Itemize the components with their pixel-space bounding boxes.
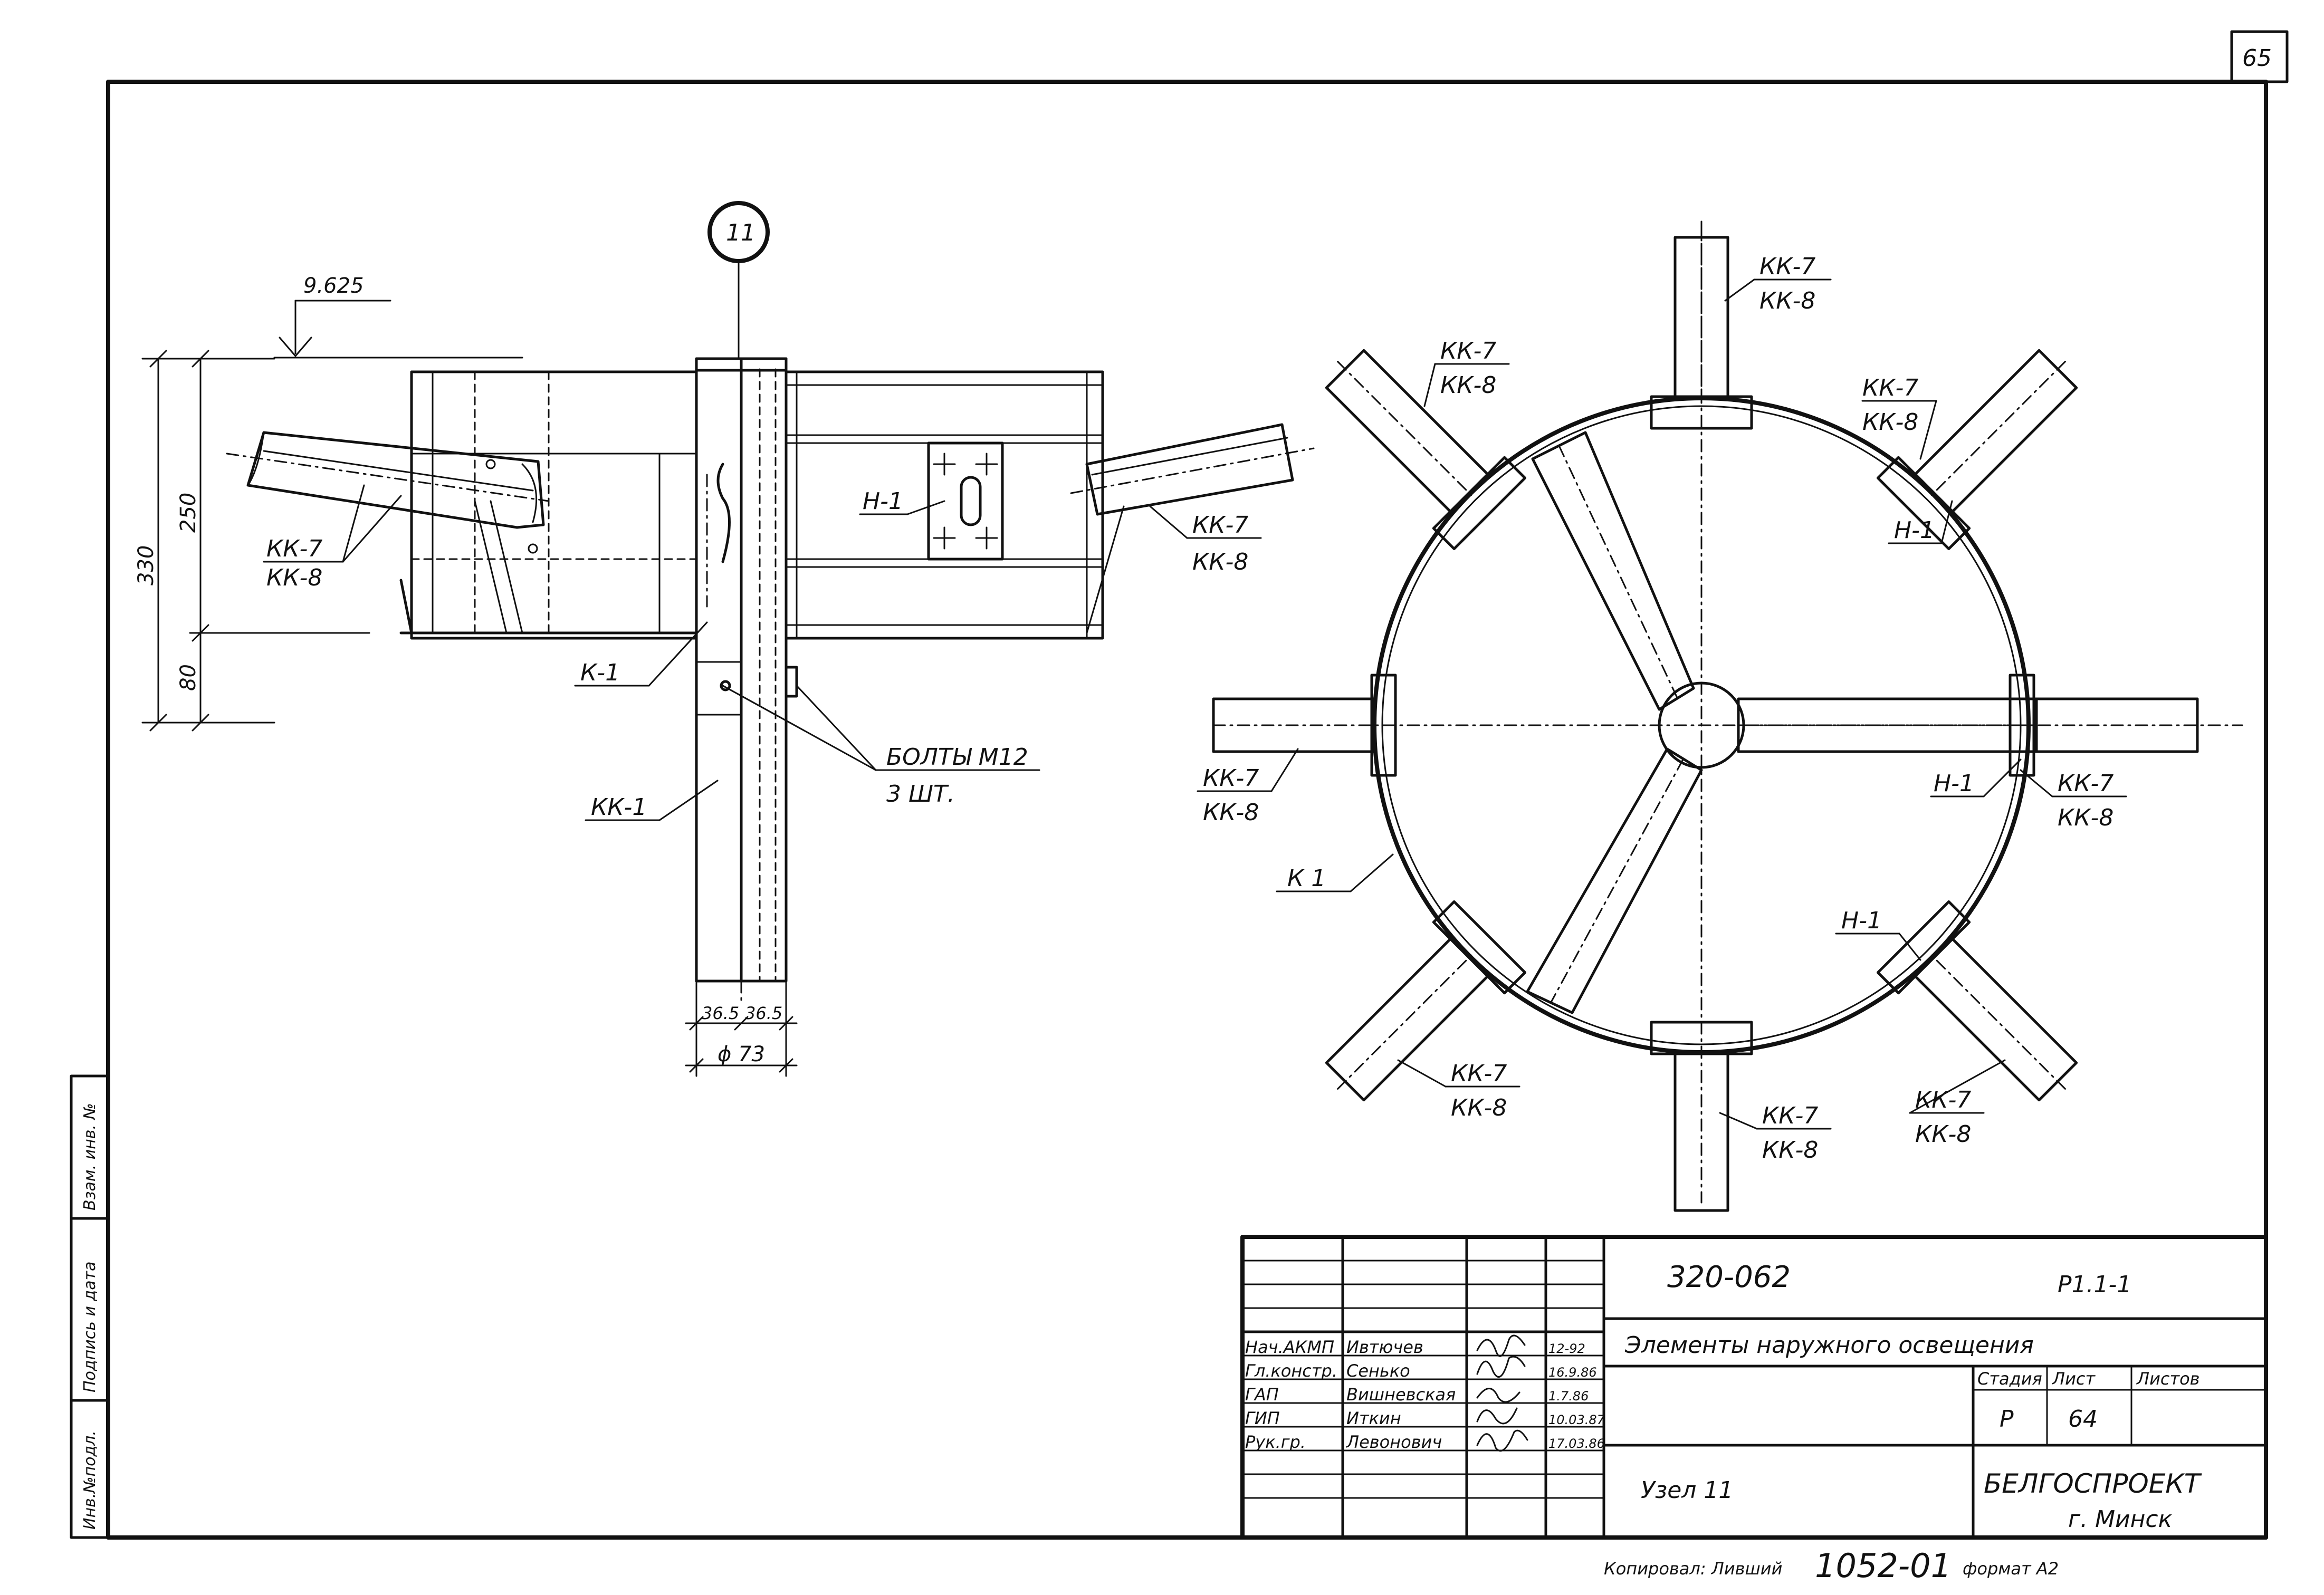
sheet-header: Лист xyxy=(2052,1369,2096,1389)
outer-arms xyxy=(1212,226,2199,1212)
copied-by: Копировал: Ливший xyxy=(1604,1559,1782,1579)
label-kk8-br: КК-8 xyxy=(1915,1121,1971,1148)
staff-name: Левонович xyxy=(1346,1432,1442,1452)
drawing-frame xyxy=(106,80,2268,1540)
staff-row-2: ГАП Вишневская 1.7.86 xyxy=(1245,1385,1589,1405)
label-kk8-top: КК-8 xyxy=(1759,287,1815,314)
dim-half-a: 36.5 xyxy=(702,1003,739,1023)
sheet-number: 64 xyxy=(2068,1406,2098,1433)
label-kk8-right: КК-8 xyxy=(1192,549,1248,575)
label-h1-br: Н-1 xyxy=(1841,907,1882,934)
label-kk8-tl: КК-8 xyxy=(1440,372,1496,399)
sheet-code: Р1.1-1 xyxy=(2058,1271,2131,1298)
order-number: 1052-01 xyxy=(1815,1546,1952,1585)
label-kk7-tr: КК-7 xyxy=(1862,374,1918,401)
stage-value: Р xyxy=(2000,1406,2014,1433)
staff-role: Гл.констр. xyxy=(1245,1361,1337,1381)
plan-callouts: КК-7 КК-8 КК-7 КК-8 КК-7 КК-8 Н-1 КК-7 К… xyxy=(1197,253,2127,1164)
elevation-mark: 9.625 xyxy=(273,274,523,359)
dim-total: 330 xyxy=(134,545,158,585)
sheets-header: Листов xyxy=(2136,1369,2200,1389)
bottom-dimensions: 36.5 36.5 ϕ 73 xyxy=(685,980,798,1077)
label-kk7-left: КК-7 xyxy=(266,535,322,562)
right-bracket xyxy=(785,370,1104,640)
label-kk7-b: КК-7 xyxy=(1762,1102,1818,1129)
page-number: 65 xyxy=(2242,45,2272,72)
title-block: 320-062 Р1.1-1 Элементы наружного освеще… xyxy=(1240,1235,2268,1540)
left-arm xyxy=(226,431,550,529)
staff-role: Нач.АКМП xyxy=(1245,1337,1334,1357)
label-kk7-tl: КК-7 xyxy=(1440,338,1496,364)
side-stamp-field1: Инв.№подл. xyxy=(81,1430,99,1530)
left-view-callouts: КК-7 КК-8 Н-1 КК-7 КК-8 К-1 БОЛТЫ М12 3 … xyxy=(263,484,1262,821)
label-kk8-b: КК-8 xyxy=(1762,1137,1818,1164)
staff-role: ГИП xyxy=(1245,1408,1280,1428)
staff-name: Сенько xyxy=(1346,1361,1410,1381)
staff-row-3: ГИП Иткин 10.03.87 xyxy=(1245,1408,1605,1428)
node-marker-label: 11 xyxy=(726,219,755,246)
plate-h1 xyxy=(927,441,1004,561)
label-kk8-bl: КК-8 xyxy=(1451,1094,1507,1121)
staff-row-4: Рук.гр. Левонович 17.03.86 xyxy=(1245,1432,1605,1452)
copy-line: Копировал: Ливший 1052-01 формат А2 xyxy=(1604,1546,2059,1585)
side-stamp-field3: Взам. инв. № xyxy=(81,1103,99,1210)
label-h1: Н-1 xyxy=(863,488,903,515)
label-h1-r: Н-1 xyxy=(1934,770,1974,797)
label-kk7-r: КК-7 xyxy=(2058,770,2113,797)
label-kk8-l: КК-8 xyxy=(1203,799,1259,826)
staff-name: Вишневская xyxy=(1346,1385,1456,1405)
staff-date: 12-92 xyxy=(1548,1341,1585,1356)
label-kk8-tr: КК-8 xyxy=(1862,409,1918,436)
label-kk8-left: КК-8 xyxy=(266,564,322,591)
left-elevation-view: 11 9.625 330 250 80 xyxy=(134,201,1315,1077)
org-name: БЕЛГОСПРОЕКТ xyxy=(1984,1468,2202,1499)
right-arm xyxy=(1070,423,1315,634)
vertical-dimensions: 330 250 80 xyxy=(134,350,370,732)
pole-lower xyxy=(695,713,742,1003)
left-bracket xyxy=(399,370,698,640)
plan-view: КК-7 КК-8 КК-7 КК-8 КК-7 КК-8 Н-1 КК-7 К… xyxy=(1197,220,2243,1212)
staff-row-1: Гл.констр. Сенько 16.9.86 xyxy=(1245,1361,1597,1381)
label-h1-tr: Н-1 xyxy=(1894,517,1935,544)
signatures xyxy=(1476,1334,1528,1452)
label-kk1: КК-1 xyxy=(591,794,647,821)
staff-date: 16.9.86 xyxy=(1548,1365,1597,1380)
dim-half-b: 36.5 xyxy=(745,1003,782,1023)
staff-role: Рук.гр. xyxy=(1245,1432,1306,1452)
staff-role: ГАП xyxy=(1245,1385,1279,1405)
side-stamp: Взам. инв. № Подпись и дата Инв.№подл. xyxy=(70,1074,110,1539)
page-number-box: 65 xyxy=(2230,30,2289,83)
label-k1-plan: К 1 xyxy=(1287,865,1326,892)
format-label: формат А2 xyxy=(1963,1559,2059,1579)
label-kk8-r: КК-8 xyxy=(2058,804,2113,831)
dim-upper: 250 xyxy=(176,493,200,533)
label-bolts: БОЛТЫ М12 xyxy=(886,744,1028,771)
staff-name: Иткин xyxy=(1346,1408,1401,1428)
pole-section xyxy=(695,357,798,983)
staff-date: 1.7.86 xyxy=(1548,1389,1589,1404)
dim-lower: 80 xyxy=(176,664,200,691)
side-stamp-field2: Подпись и дата xyxy=(81,1262,99,1393)
label-kk7-br: КК-7 xyxy=(1915,1087,1971,1113)
label-k1: К-1 xyxy=(580,659,620,686)
dim-diameter: ϕ 73 xyxy=(718,1042,765,1066)
org-city: г. Минск xyxy=(2068,1506,2173,1533)
label-kk7-right: КК-7 xyxy=(1192,512,1248,539)
drawing-subtitle: Узел 11 xyxy=(1641,1477,1733,1504)
staff-name: Ивтючев xyxy=(1346,1337,1423,1357)
label-kk7-top: КК-7 xyxy=(1759,253,1815,280)
label-kk7-bl: КК-7 xyxy=(1451,1060,1507,1087)
drawing-title: Элементы наружного освещения xyxy=(1624,1332,2034,1359)
label-bolts-count: 3 ШТ. xyxy=(886,781,955,808)
staff-row-0: Нач.АКМП Ивтючев 12-92 xyxy=(1245,1337,1585,1357)
staff-date: 17.03.86 xyxy=(1548,1436,1605,1451)
staff-date: 10.03.87 xyxy=(1548,1413,1605,1427)
stage-header: Стадия xyxy=(1977,1369,2042,1389)
label-kk7-l: КК-7 xyxy=(1203,765,1259,792)
elevation-label: 9.625 xyxy=(303,274,364,298)
doc-code: 320-062 xyxy=(1667,1260,1791,1294)
